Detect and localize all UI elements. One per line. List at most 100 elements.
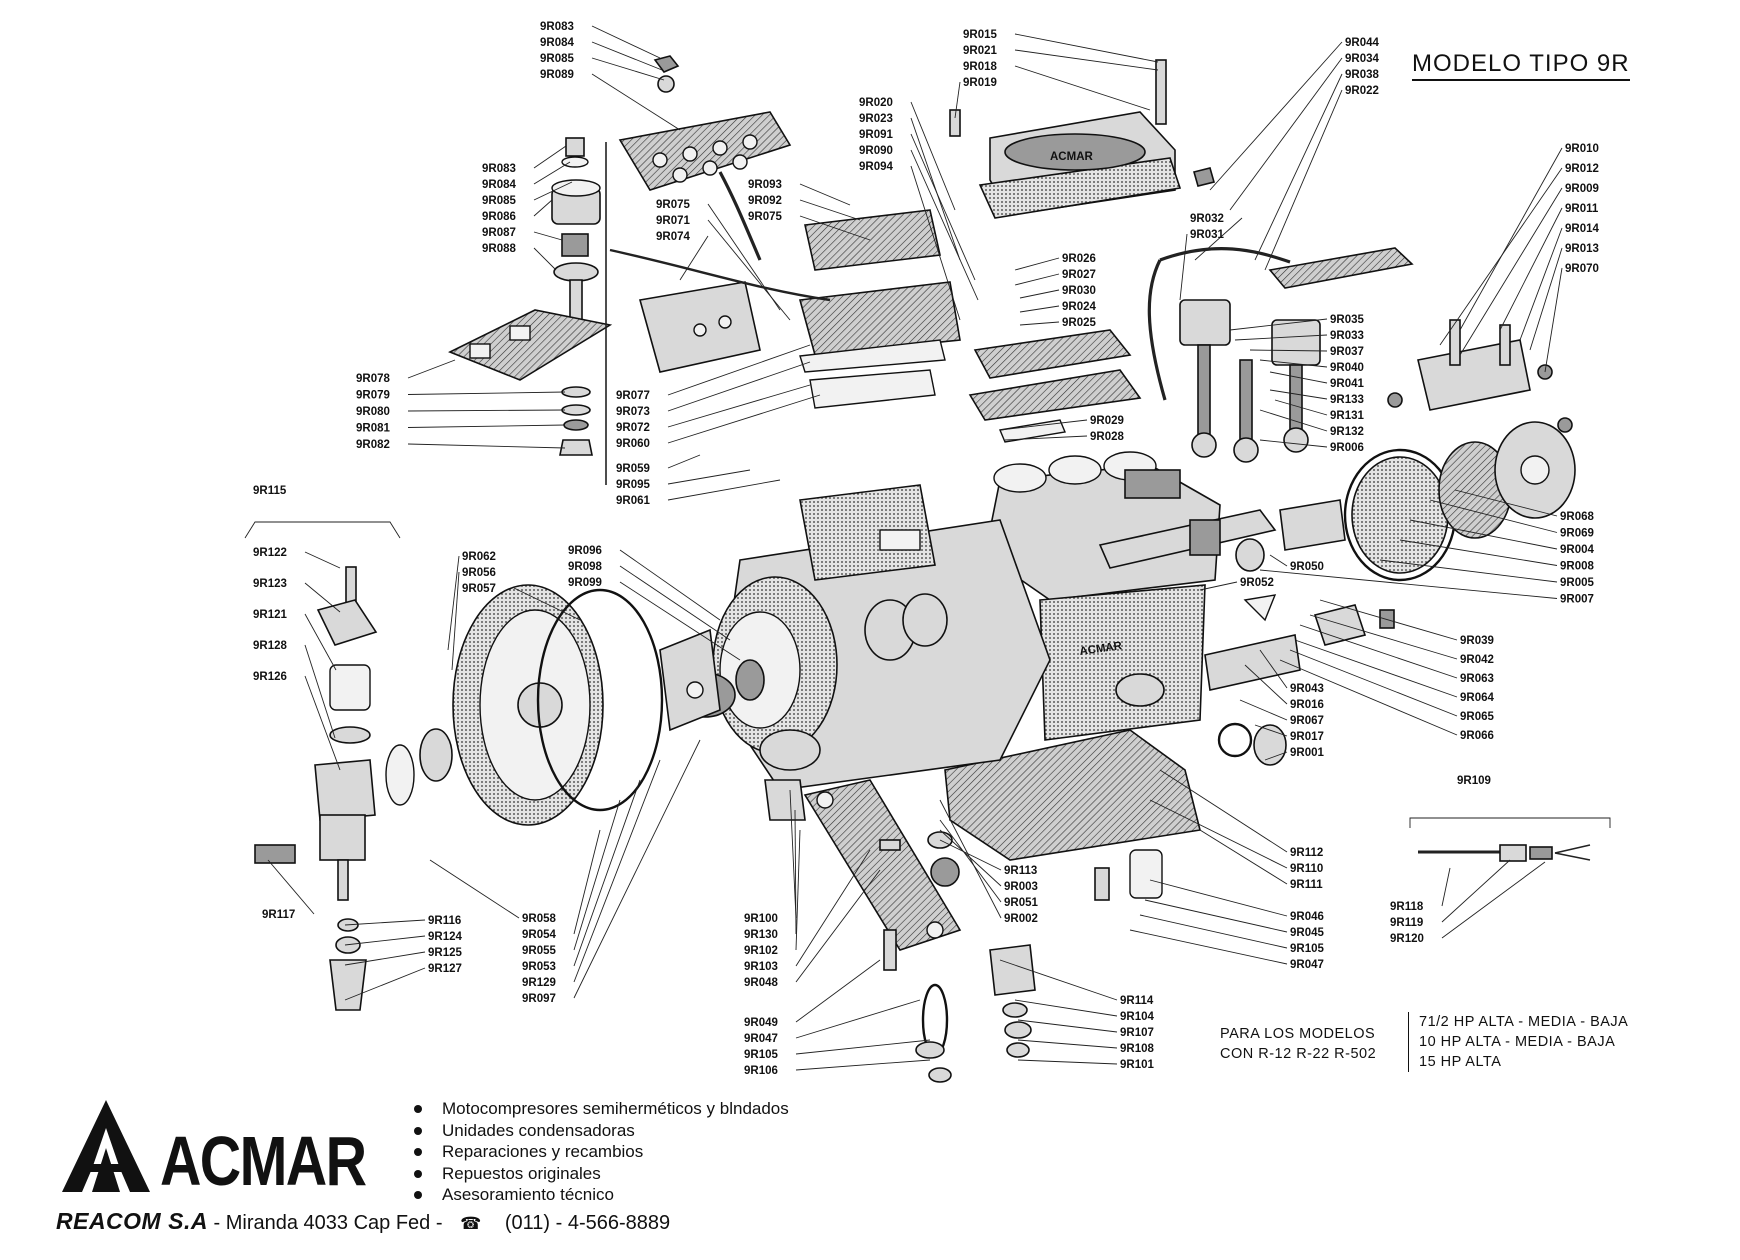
label-group-g25: 9R109 (1457, 775, 1491, 787)
part-label: 9R037 (1330, 346, 1364, 358)
leader-line (619, 549, 721, 621)
part-label: 9R011 (1565, 203, 1599, 215)
label-group-g21: 9R050 (1269, 554, 1324, 573)
leader-line (667, 394, 821, 444)
crankshaft (1098, 509, 1277, 569)
label-group-g27: 9R117 (262, 859, 315, 921)
leader-line (573, 779, 641, 967)
part-label: 9R017 (1290, 731, 1324, 743)
part-label: 9R064 (1460, 692, 1494, 704)
part-label: 9R124 (428, 931, 462, 943)
part-label: 9R048 (744, 977, 778, 989)
part-label: 9R073 (616, 406, 650, 418)
leader-line (1199, 581, 1238, 591)
leader-line (1234, 334, 1328, 341)
leader-line (1441, 861, 1546, 939)
part-label: 9R049 (744, 1017, 778, 1029)
part-label: 9R085 (482, 195, 516, 207)
leader-line (667, 479, 781, 501)
part-label: 9R046 (1290, 911, 1324, 923)
part-label: 9R106 (744, 1065, 778, 1077)
part-label: 9R079 (356, 390, 390, 402)
leader-line (407, 409, 566, 412)
part-label: 9R113 (1004, 865, 1037, 877)
leader-line (795, 829, 801, 951)
leader-line (533, 199, 553, 217)
part-label: 9R030 (1062, 285, 1096, 297)
motor-end-cover (385, 584, 664, 826)
part-label: 9R122 (253, 547, 287, 559)
leader-line (795, 959, 881, 1023)
leader-line (1259, 409, 1328, 432)
leader-line (1439, 167, 1563, 346)
part-label: 9R013 (1565, 243, 1599, 255)
part-label: 9R077 (616, 390, 650, 402)
rotor (659, 628, 736, 732)
part-label: 9R094 (859, 161, 893, 173)
part-label: 9R112 (1290, 847, 1323, 859)
part-label: 9R001 (1290, 747, 1324, 759)
part-label: 9R023 (859, 113, 893, 125)
part-label: 9R105 (744, 1049, 778, 1061)
part-label: 9R047 (744, 1033, 778, 1045)
leader-line (799, 199, 861, 221)
leader-line (1179, 233, 1188, 301)
part-label: 9R071 (656, 215, 690, 227)
leader-line (910, 149, 979, 301)
part-label: 9R014 (1565, 223, 1599, 235)
models-hp-line: 71/2 HP ALTA - MEDIA - BAJA (1419, 1014, 1629, 1030)
leader-line (1259, 569, 1558, 599)
leader-line (304, 644, 336, 739)
part-label: 9R040 (1330, 362, 1364, 374)
leader-line (1441, 867, 1451, 907)
part-label: 9R092 (748, 195, 782, 207)
leader-line (1129, 929, 1288, 965)
brand-name: ACMAR (160, 1122, 367, 1200)
part-label: 9R102 (744, 945, 778, 957)
part-label: 9R016 (1290, 699, 1324, 711)
part-label: 9R054 (522, 929, 556, 941)
part-label: 9R008 (1560, 561, 1594, 573)
leader-line (344, 935, 426, 946)
part-label: 9R133 (1330, 394, 1364, 406)
leader-line (1459, 187, 1563, 356)
leader-line (910, 101, 956, 211)
part-label: 9R085 (540, 53, 574, 65)
leader-line (1017, 1039, 1118, 1049)
leader-line (533, 231, 563, 241)
leader-line (407, 391, 566, 395)
leader-line (1004, 435, 1088, 441)
leader-line (1269, 389, 1328, 400)
leader-line (1379, 559, 1558, 583)
leader-line (667, 384, 811, 428)
leader-line (1289, 649, 1458, 717)
leader-line (267, 859, 315, 915)
part-label: 9R083 (540, 21, 574, 33)
leader-line (407, 443, 566, 449)
label-group-g34: 9R049 9R047 9R105 9R106 (744, 959, 931, 1077)
leader-line (1209, 41, 1343, 191)
part-label: 9R105 (1290, 943, 1324, 955)
leader-line (799, 215, 871, 241)
leader-line (939, 829, 1002, 887)
leader-line (910, 165, 961, 321)
leader-line (1319, 599, 1458, 641)
part-label: 9R075 (748, 211, 782, 223)
part-label: 9R009 (1565, 183, 1599, 195)
part-label: 9R089 (540, 69, 574, 81)
leader-line (304, 551, 341, 569)
part-label: 9R103 (744, 961, 778, 973)
leader-line (939, 819, 1002, 903)
leader-line (591, 25, 661, 59)
